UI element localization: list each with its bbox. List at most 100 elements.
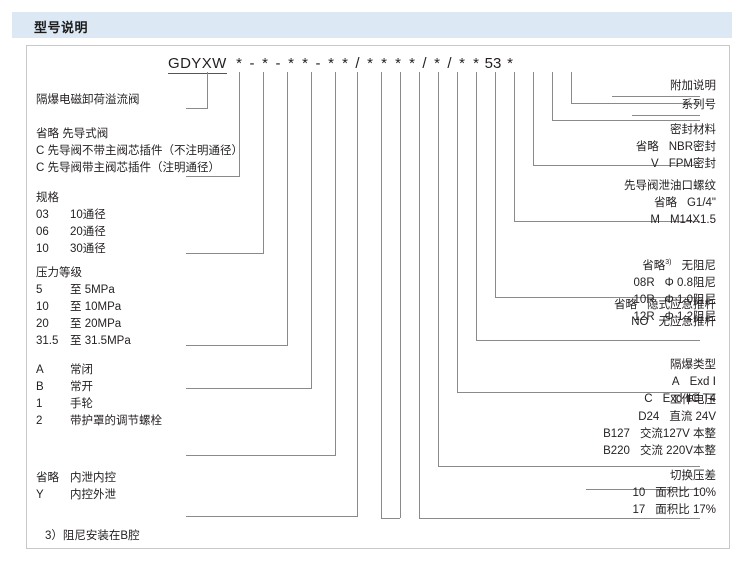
option-description: 隐式应急推杆 bbox=[647, 299, 716, 311]
option-description: 30通径 bbox=[70, 243, 106, 255]
leader-line-vertical bbox=[357, 79, 358, 516]
option-code: 20 bbox=[36, 318, 49, 330]
leader-line-vertical bbox=[207, 72, 208, 79]
option-code: 10R bbox=[633, 293, 655, 306]
option-code: 06 bbox=[36, 226, 49, 238]
leader-line-vertical bbox=[552, 79, 553, 120]
option-code: V bbox=[651, 158, 659, 170]
leader-line-vertical bbox=[419, 72, 420, 79]
leader-line-vertical bbox=[381, 72, 382, 79]
option-code: B127 bbox=[603, 428, 630, 440]
leader-line-vertical bbox=[239, 72, 240, 79]
footnote-marker: 3) bbox=[665, 259, 672, 266]
model-code-char: 53 bbox=[484, 55, 502, 72]
option-description: Φ 1.2阻尼 bbox=[664, 310, 716, 323]
leader-line-vertical bbox=[476, 79, 477, 340]
option-code: 12R bbox=[633, 310, 655, 323]
model-code-char: / bbox=[355, 55, 360, 72]
option-description: 省略 先导式阀 bbox=[36, 128, 109, 140]
option-description: 内控外泄 bbox=[70, 489, 116, 501]
leader-line-vertical bbox=[263, 79, 264, 253]
leader-line-horizontal bbox=[514, 221, 700, 222]
leader-line-vertical bbox=[438, 72, 439, 79]
leader-line-horizontal bbox=[495, 297, 700, 298]
model-code-char: * bbox=[459, 55, 465, 72]
option-code: 2 bbox=[36, 415, 43, 427]
description-row: 先导阀泄油口螺纹 bbox=[624, 178, 716, 195]
description-row: 省略 先导式阀 bbox=[36, 126, 243, 143]
option-code: B220 bbox=[603, 445, 630, 457]
option-description: 规格 bbox=[36, 192, 59, 204]
option-description: 至 31.5MPa bbox=[70, 335, 131, 347]
model-code-char: * bbox=[434, 55, 440, 72]
leader-line-horizontal bbox=[571, 103, 700, 104]
leader-line-horizontal bbox=[533, 165, 700, 166]
model-code-char: / bbox=[422, 55, 427, 72]
description-row: 切换压差 bbox=[632, 468, 716, 485]
leader-line-horizontal bbox=[612, 96, 700, 97]
leader-line-horizontal bbox=[186, 253, 264, 254]
option-description: 压力等级 bbox=[36, 267, 82, 279]
description-row: C 先导阀带主阀芯插件（注明通径） bbox=[36, 160, 243, 177]
option-description: Exd ⅡC T4 bbox=[662, 393, 716, 405]
leader-line-vertical bbox=[457, 72, 458, 79]
model-code-char: * bbox=[367, 55, 373, 72]
option-code: 08R bbox=[633, 276, 655, 289]
model-code-char: * bbox=[236, 55, 242, 72]
option-description: 隔爆类型 bbox=[670, 359, 716, 371]
option-code: 31.5 bbox=[36, 335, 59, 347]
option-code: A bbox=[671, 376, 680, 388]
leader-line-horizontal bbox=[186, 176, 240, 177]
option-code: 03 bbox=[36, 209, 49, 221]
option-code: D24 bbox=[638, 411, 660, 423]
option-code: Y bbox=[36, 489, 44, 501]
left-group-product-name: 隔爆电磁卸荷溢流阀 bbox=[36, 92, 140, 109]
option-description: 至 10MPa bbox=[70, 301, 122, 313]
model-code-char: * bbox=[473, 55, 479, 72]
leader-line-horizontal bbox=[476, 340, 700, 341]
model-code-char: - bbox=[249, 55, 255, 72]
leader-line-vertical bbox=[335, 79, 336, 455]
option-description: 带护罩的调节螺栓 bbox=[70, 415, 162, 427]
footnote-text: 3）阻尼安装在B腔 bbox=[45, 530, 140, 542]
leader-line-vertical bbox=[457, 79, 458, 392]
option-code: 10 bbox=[36, 243, 49, 255]
option-description: 切换压差 bbox=[670, 470, 716, 482]
leader-line-horizontal bbox=[457, 392, 700, 393]
description-row: C 先导阀不带主阀芯插件（不注明通径） bbox=[36, 143, 243, 160]
leader-line-vertical bbox=[495, 79, 496, 297]
description-row: 2 带护罩的调节螺栓 bbox=[36, 413, 162, 430]
leader-line-vertical bbox=[357, 72, 358, 79]
description-row: 12R Φ 1.2阻尼 bbox=[634, 309, 716, 326]
model-code-char: * bbox=[342, 55, 348, 72]
leader-line-vertical bbox=[239, 79, 240, 176]
description-row: 省略内泄内控 bbox=[36, 470, 116, 487]
option-code: A bbox=[36, 364, 44, 376]
option-description: 交流127V 本整 bbox=[639, 428, 716, 440]
description-row: 31.5 至 31.5MPa bbox=[36, 333, 131, 350]
leader-line-vertical bbox=[287, 79, 288, 345]
option-description: M14X1.5 bbox=[669, 214, 716, 226]
option-description: 系列号 bbox=[681, 99, 717, 111]
left-group-pilot-valve-type: 省略 先导式阀 C 先导阀不带主阀芯插件（不注明通径）C 先导阀带主阀芯插件（注明… bbox=[36, 126, 243, 177]
description-row: 隔爆电磁卸荷溢流阀 bbox=[36, 92, 140, 109]
description-row: 附加说明 bbox=[670, 78, 716, 95]
